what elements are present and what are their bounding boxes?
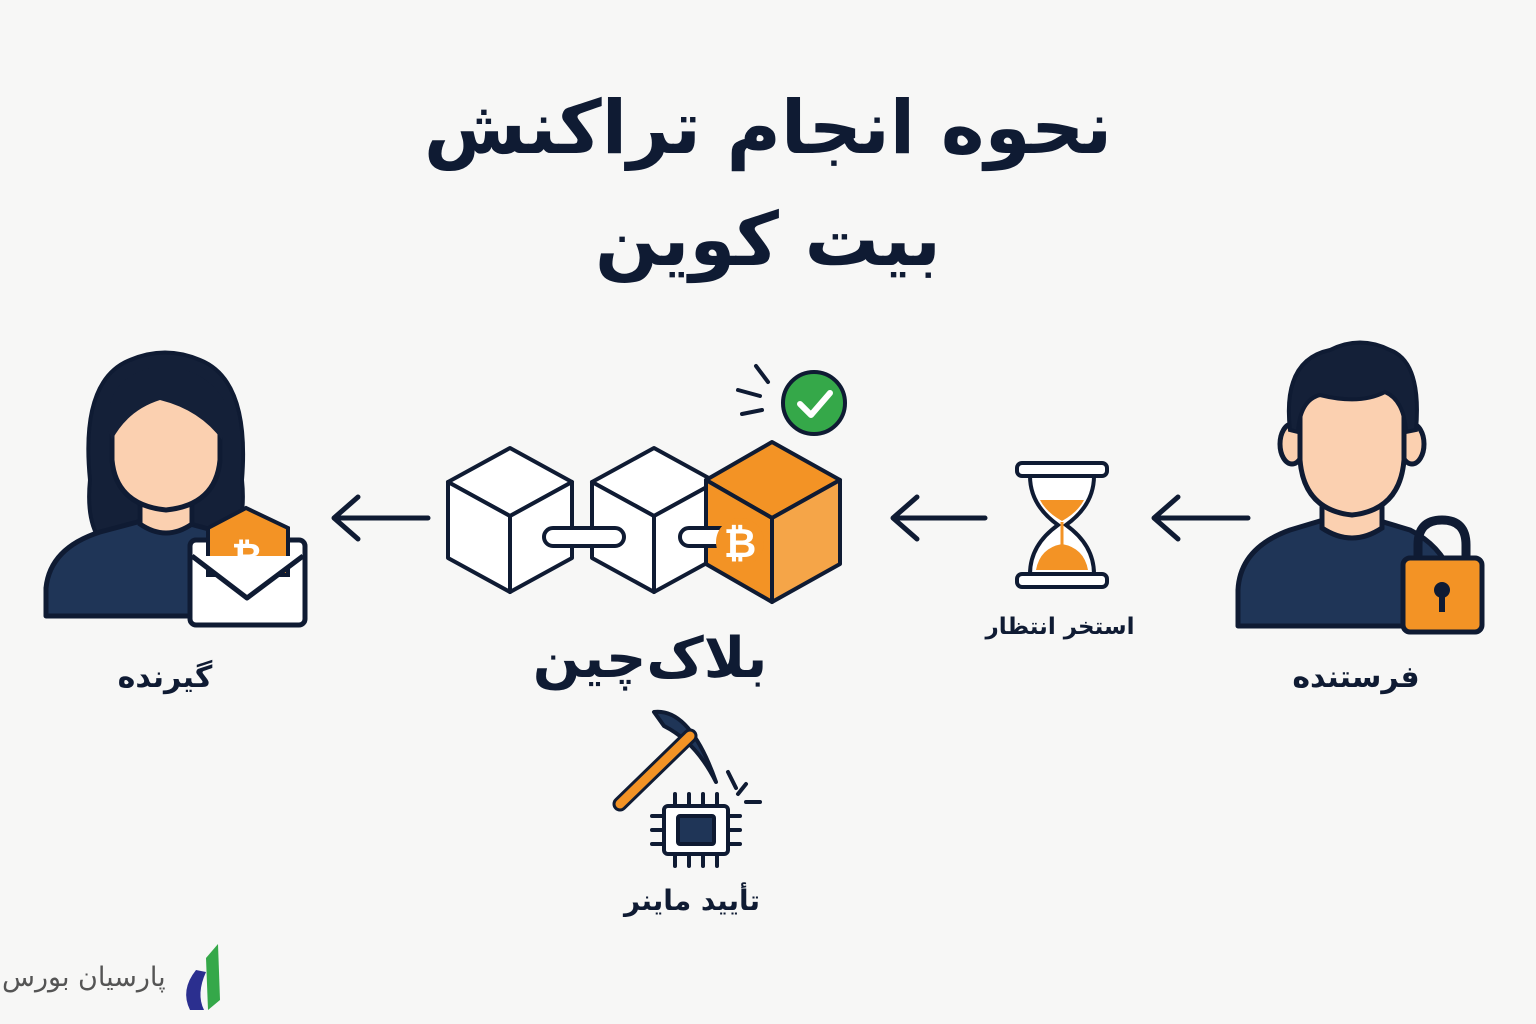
hourglass-icon: [1015, 461, 1109, 589]
arrow-left-icon: [1151, 494, 1251, 542]
bitcoin-icon: ₿: [716, 518, 764, 567]
pickaxe-icon: [612, 709, 718, 812]
title-line-2: بیت کوین: [595, 197, 941, 283]
arrow-left-icon: [331, 494, 431, 542]
page-title: نحوه انجام تراکنش بیت کوین: [0, 72, 1536, 296]
sender-avatar: [1235, 340, 1455, 629]
arrow-left-icon: [890, 494, 988, 542]
blockchain-cube-2: [590, 446, 718, 594]
sender-label: فرستنده: [1292, 660, 1420, 695]
pool-label: استخر انتظار: [985, 614, 1135, 640]
sparkle-lines-icon: [726, 770, 762, 804]
svg-text:₿: ₿: [724, 521, 757, 567]
chip-icon: [650, 792, 742, 868]
blockchain-label: بلاک‌چین: [532, 626, 768, 691]
envelope-bitcoin-icon: ₿: [187, 505, 308, 628]
blockchain-cube-1: [446, 446, 574, 594]
brand-logo-icon: [186, 944, 220, 1010]
miner-label: تأیید ماینر: [623, 884, 761, 917]
brand-logo-text: پارسیان بورس: [2, 962, 166, 993]
lock-icon: [1400, 515, 1485, 635]
title-line-1: نحوه انجام تراکنش: [423, 85, 1113, 171]
check-badge-icon: [781, 370, 847, 436]
sparkle-lines-icon: [736, 364, 770, 416]
receiver-label: گیرنده: [117, 660, 213, 695]
